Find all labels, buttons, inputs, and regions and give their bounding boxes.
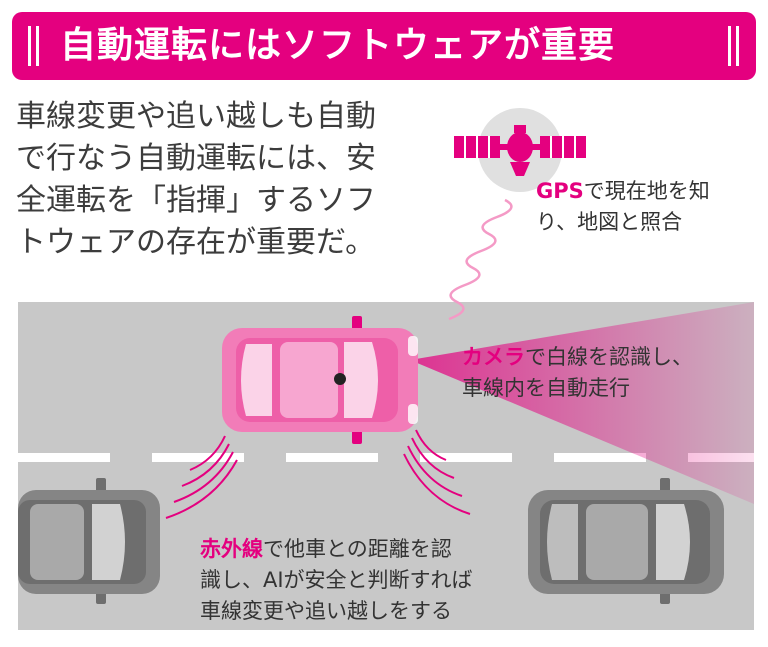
camera-sensor (334, 373, 346, 385)
gps-line2: り、地図と照合 (536, 210, 683, 234)
self-driving-car (222, 316, 418, 444)
banner-bars-right (720, 26, 742, 66)
gray-car-left (18, 478, 160, 604)
banner-bars-left (26, 26, 48, 66)
intro-line: トウェアの存在が重要だ。 (16, 225, 376, 260)
intro-line: 車線変更や追い越しも自動 (16, 99, 376, 134)
gps-line1: で現在地を知 (583, 179, 710, 203)
camera-caption: カメラで白線を認識し、 車線内を自動走行 (462, 342, 693, 404)
infrared-line1: で他車との距離を認 (263, 537, 452, 561)
camera-highlight: カメラ (462, 345, 525, 369)
infrared-highlight: 赤外線 (200, 537, 263, 561)
infrared-line2: 識し、AIが安全と判断すれば (200, 568, 473, 592)
title-banner: 自動運転にはソフトウェアが重要 (12, 12, 756, 80)
camera-line2: 車線内を自動走行 (462, 376, 630, 400)
gray-car-right (528, 478, 724, 604)
infrared-line3: 車線変更や追い越しをする (200, 599, 452, 623)
satellite-icon (454, 125, 586, 176)
intro-line: で行なう自動運転には、安 (16, 141, 376, 176)
gps-highlight: GPS (536, 179, 584, 203)
banner-title: 自動運転にはソフトウェアが重要 (60, 25, 616, 66)
infrared-arcs-rear (165, 435, 238, 519)
intro-text: 車線変更や追い越しも自動 で行なう自動運転には、安 全運転を「指揮」するソフ ト… (16, 96, 396, 264)
gps-signal-wave (448, 198, 513, 321)
gps-caption: GPSで現在地を知 り、地図と照合 (536, 176, 710, 238)
camera-beam (410, 302, 754, 504)
camera-line1: で白線を認識し、 (525, 345, 693, 369)
infrared-arcs-front (403, 429, 471, 515)
intro-line: 全運転を「指揮」するソフ (16, 183, 376, 218)
infrared-caption: 赤外線で他車との距離を認 識し、AIが安全と判断すれば 車線変更や追い越しをする (200, 534, 473, 627)
